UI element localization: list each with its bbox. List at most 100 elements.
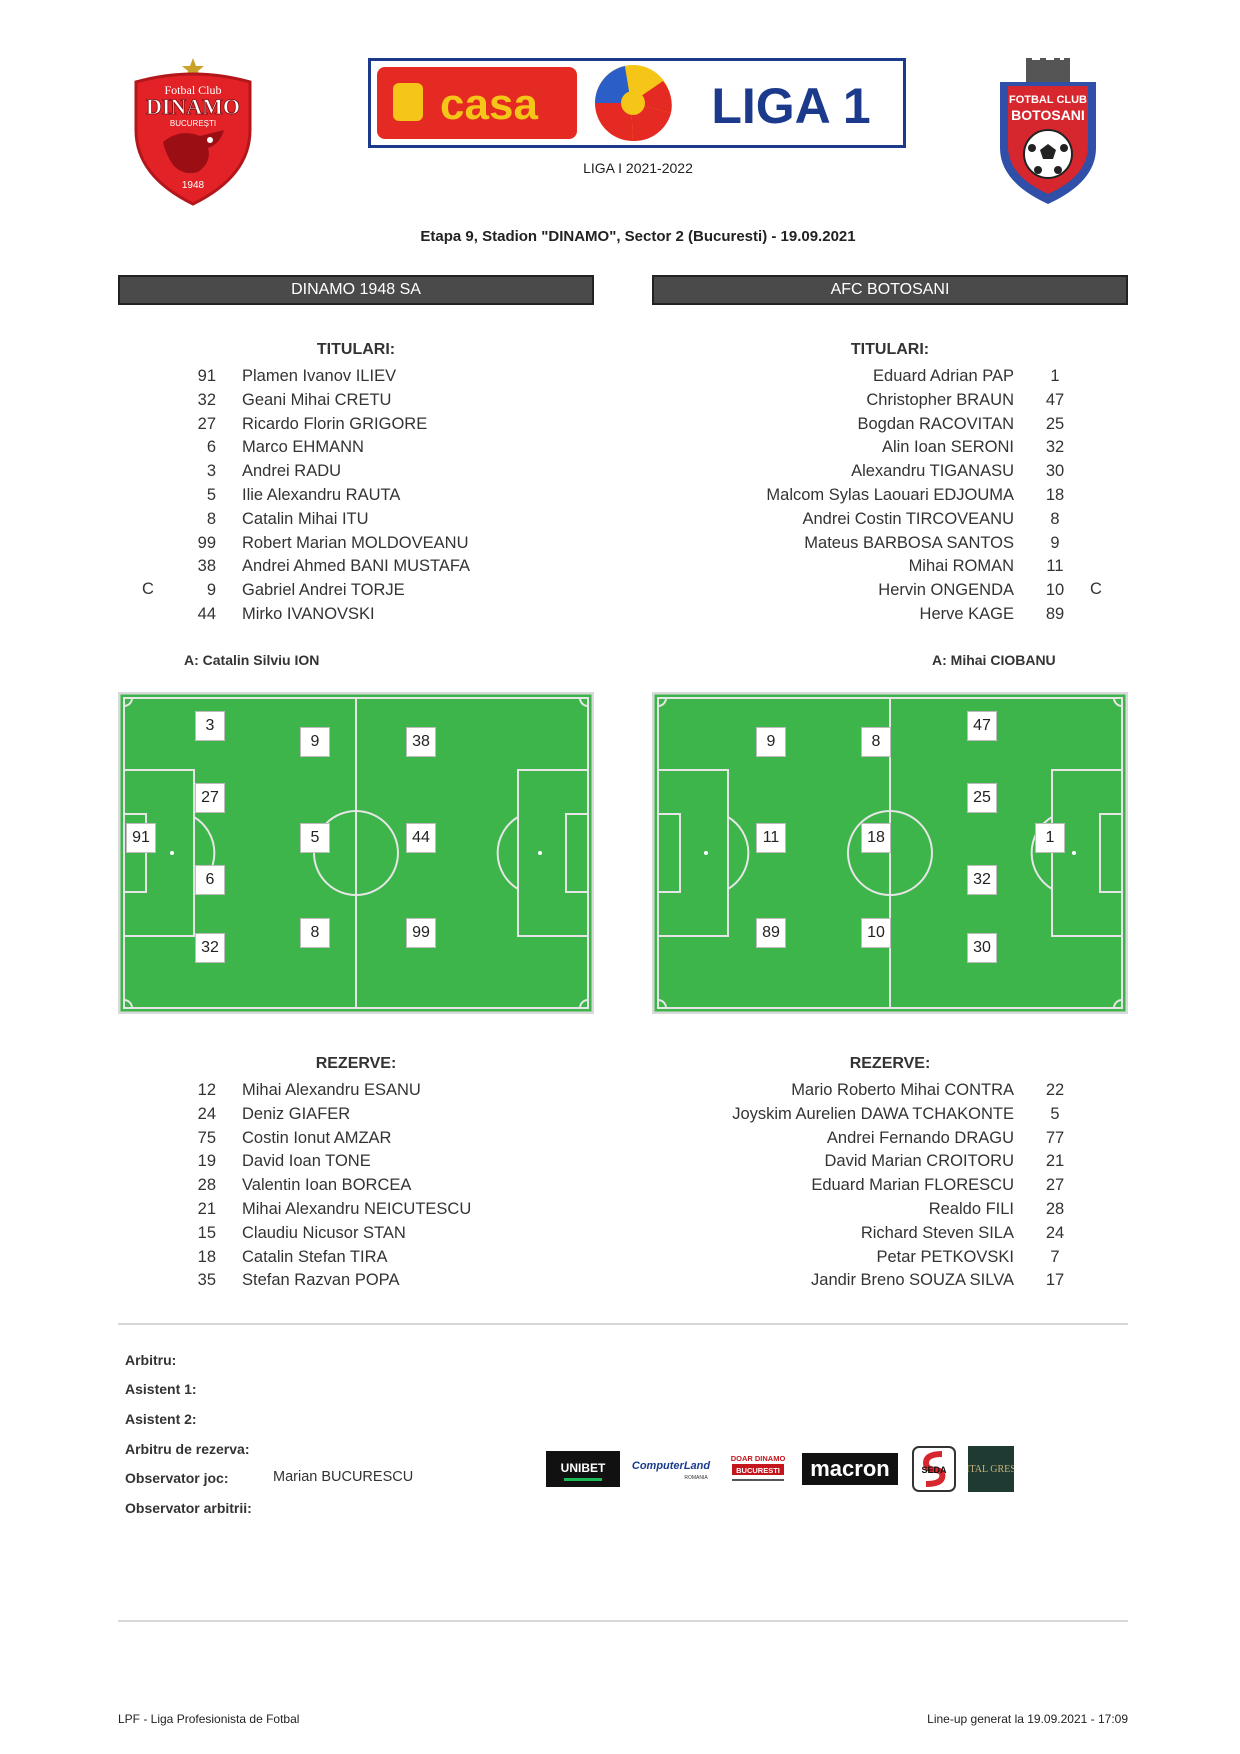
svg-text:macron: macron <box>810 1456 889 1481</box>
player-name: Richard Steven SILA <box>860 1223 1014 1242</box>
player-number: 91 <box>197 367 216 385</box>
player-name: Petar PETKOVSKI <box>876 1247 1014 1266</box>
home-formation-marker: 5 <box>300 823 330 853</box>
home-formation-marker: 9 <box>300 727 330 757</box>
player-number: 18 <box>1045 485 1065 504</box>
svg-text:LIGA 1: LIGA 1 <box>711 78 870 134</box>
away-formation-marker: 18 <box>861 823 891 853</box>
player-number: 28 <box>1045 1199 1065 1218</box>
home-formation-marker: 6 <box>195 865 225 895</box>
svg-text:DINAMO: DINAMO <box>146 94 240 119</box>
svg-text:ITAL GRES: ITAL GRES <box>968 1464 1014 1475</box>
home-formation-marker: 44 <box>406 823 436 853</box>
casa-liga1-logo: casa LIGA 1 <box>368 58 906 148</box>
player-number: 7 <box>1050 1247 1060 1266</box>
home-player-row: 15 Claudiu Nicusor STAN <box>196 1222 596 1246</box>
player-number: 99 <box>197 533 216 552</box>
svg-text:casa: casa <box>440 80 538 129</box>
player-number: 18 <box>197 1247 216 1266</box>
player-number: 9 <box>1050 533 1060 552</box>
player-name: David Ioan TONE <box>242 1152 371 1171</box>
doar-dinamo-logo: DOAR DINAMO BUCURESTI <box>726 1446 790 1491</box>
player-number: 15 <box>197 1223 216 1242</box>
official-label: Observator joc: <box>125 1470 229 1486</box>
svg-text:1948: 1948 <box>182 180 205 191</box>
svg-text:BUCURESTI: BUCURESTI <box>736 1466 780 1475</box>
player-name: Andrei Ahmed BANI MUSTAFA <box>242 557 471 576</box>
player-name: Andrei Fernando DRAGU <box>826 1128 1014 1147</box>
player-name: Realdo FILI <box>928 1199 1014 1218</box>
player-number: 75 <box>197 1128 216 1147</box>
home-formation-marker: 8 <box>300 918 330 948</box>
player-name: Stefan Razvan POPA <box>242 1271 400 1290</box>
footer-right: Line-up generat la 19.09.2021 - 17:09 <box>927 1712 1128 1726</box>
away-formation-marker: 32 <box>967 865 997 895</box>
player-name: David Marian CROITORU <box>824 1152 1014 1171</box>
svg-text:ComputerLand: ComputerLand <box>632 1460 711 1472</box>
away-player-row: 7 Petar PETKOVSKI <box>690 1246 1070 1270</box>
computerland-logo: ComputerLand ROMANIA <box>630 1446 712 1491</box>
player-name: Costin Ionut AMZAR <box>242 1128 392 1147</box>
player-number: 24 <box>1045 1223 1065 1242</box>
botosani-crest-icon: FOTBAL CLUB BOTOSANI <box>996 58 1100 206</box>
player-number: 10 <box>1045 581 1065 600</box>
player-name: Mihai ROMAN <box>908 557 1014 576</box>
official-label: Asistent 2: <box>125 1411 197 1427</box>
away-formation-marker: 89 <box>756 918 786 948</box>
home-player-row: 32 Geani Mihai CRETU <box>196 389 596 413</box>
svg-text:Fotbal Club: Fotbal Club <box>164 83 221 97</box>
player-name: Geani Mihai CRETU <box>242 390 392 409</box>
player-number: 12 <box>197 1081 216 1099</box>
away-formation-marker: 11 <box>756 823 786 853</box>
macron-logo: macron <box>802 1446 898 1491</box>
home-formation-marker: 99 <box>406 918 436 948</box>
official-value: Marian BUCURESCU <box>273 1469 414 1485</box>
player-number: 32 <box>197 390 216 409</box>
player-name: Andrei RADU <box>242 462 342 481</box>
away-formation-marker: 9 <box>756 727 786 757</box>
player-name: Mihai Alexandru NEICUTESCU <box>242 1199 472 1218</box>
italgres-logo: ITAL GRES <box>966 1446 1016 1492</box>
player-name: Jandir Breno SOUZA SILVA <box>811 1271 1014 1290</box>
dinamo-crest-icon: Fotbal Club DINAMO BUCUREȘTI 1948 <box>128 58 258 206</box>
home-formation-marker: 27 <box>195 783 225 813</box>
player-name: Andrei Costin TIRCOVEANU <box>802 509 1014 528</box>
player-number: 27 <box>197 414 216 433</box>
official-label: Arbitru: <box>125 1352 177 1368</box>
player-name: Deniz GIAFER <box>242 1104 351 1123</box>
away-formation-marker: 10 <box>861 918 891 948</box>
player-name: Malcom Sylas Laouari EDJOUMA <box>766 485 1014 504</box>
player-name: Mateus BARBOSA SANTOS <box>804 533 1014 552</box>
player-name: Christopher BRAUN <box>866 390 1014 409</box>
player-name: Claudiu Nicusor STAN <box>242 1223 406 1242</box>
player-name: Alin Ioan SERONI <box>881 438 1014 457</box>
player-name: Joyskim Aurelien DAWA TCHAKONTE <box>732 1104 1014 1123</box>
away-formation-marker: 8 <box>861 727 891 757</box>
svg-text:BOTOSANI: BOTOSANI <box>1011 107 1085 123</box>
home-team-name: DINAMO 1948 SA <box>118 275 594 305</box>
player-number: 89 <box>1045 604 1065 623</box>
player-name: Bogdan RACOVITAN <box>857 414 1014 433</box>
player-name: Ilie Alexandru RAUTA <box>242 485 401 504</box>
player-name: Alexandru TIGANASU <box>851 462 1014 481</box>
divider-bottom <box>118 1620 1128 1622</box>
home-formation-marker: 32 <box>195 933 225 963</box>
